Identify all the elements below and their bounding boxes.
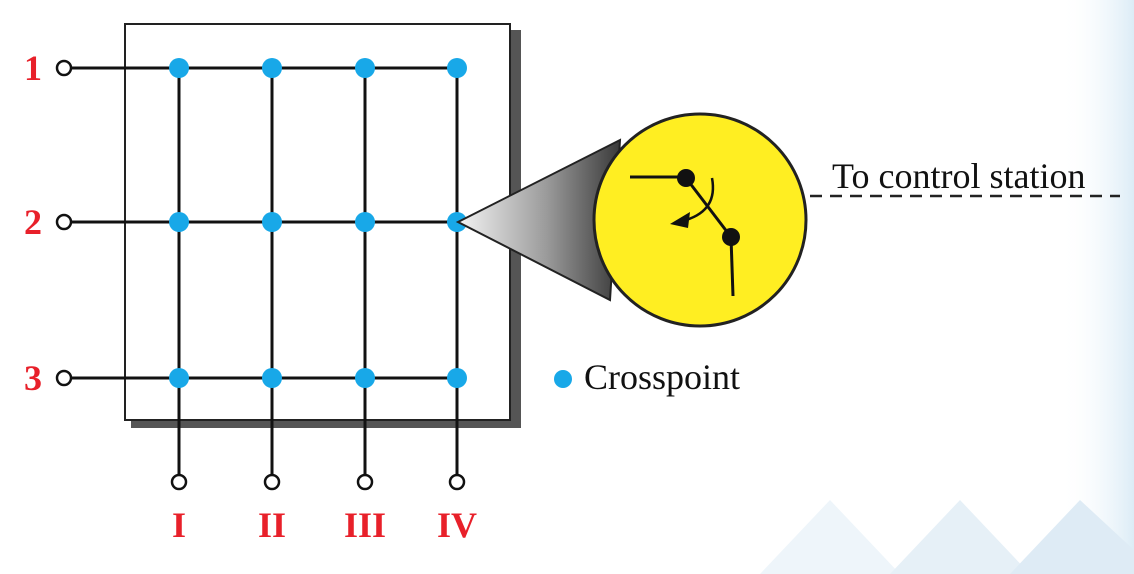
output-label-IV: IV	[437, 505, 477, 545]
crosspoint-3-I	[169, 368, 189, 388]
input-terminal-3	[55, 369, 73, 387]
crosspoint-2-I	[169, 212, 189, 232]
crosspoint-3-II	[262, 368, 282, 388]
control-station-label: To control station	[832, 156, 1085, 196]
input-label-1: 1	[24, 48, 42, 88]
output-terminal-IV	[448, 473, 466, 491]
output-label-II: II	[258, 505, 286, 545]
input-terminal-2	[55, 213, 73, 231]
output-terminal-III	[356, 473, 374, 491]
legend-crosspoint-label: Crosspoint	[584, 357, 740, 397]
crosspoint-2-III	[355, 212, 375, 232]
output-terminal-II	[263, 473, 281, 491]
background-decoration	[760, 0, 1134, 574]
output-label-III: III	[344, 505, 386, 545]
crosspoint-1-I	[169, 58, 189, 78]
crosspoint-3-IV	[447, 368, 467, 388]
terminals	[55, 59, 466, 491]
crosspoints	[169, 58, 467, 388]
crosspoint-3-III	[355, 368, 375, 388]
legend: Crosspoint	[554, 357, 740, 397]
switch-contact-detail	[630, 169, 740, 297]
crosspoint-1-III	[355, 58, 375, 78]
output-terminal-I	[170, 473, 188, 491]
input-label-3: 3	[24, 358, 42, 398]
input-label-2: 2	[24, 202, 42, 242]
crosspoint-1-IV	[447, 58, 467, 78]
input-terminal-1	[55, 59, 73, 77]
crosspoint-1-II	[262, 58, 282, 78]
crosspoint-2-II	[262, 212, 282, 232]
output-label-I: I	[172, 505, 186, 545]
crosspoint-detail-lens	[592, 112, 808, 328]
rotation-arrow	[685, 177, 715, 222]
legend-crosspoint-marker	[554, 370, 572, 388]
